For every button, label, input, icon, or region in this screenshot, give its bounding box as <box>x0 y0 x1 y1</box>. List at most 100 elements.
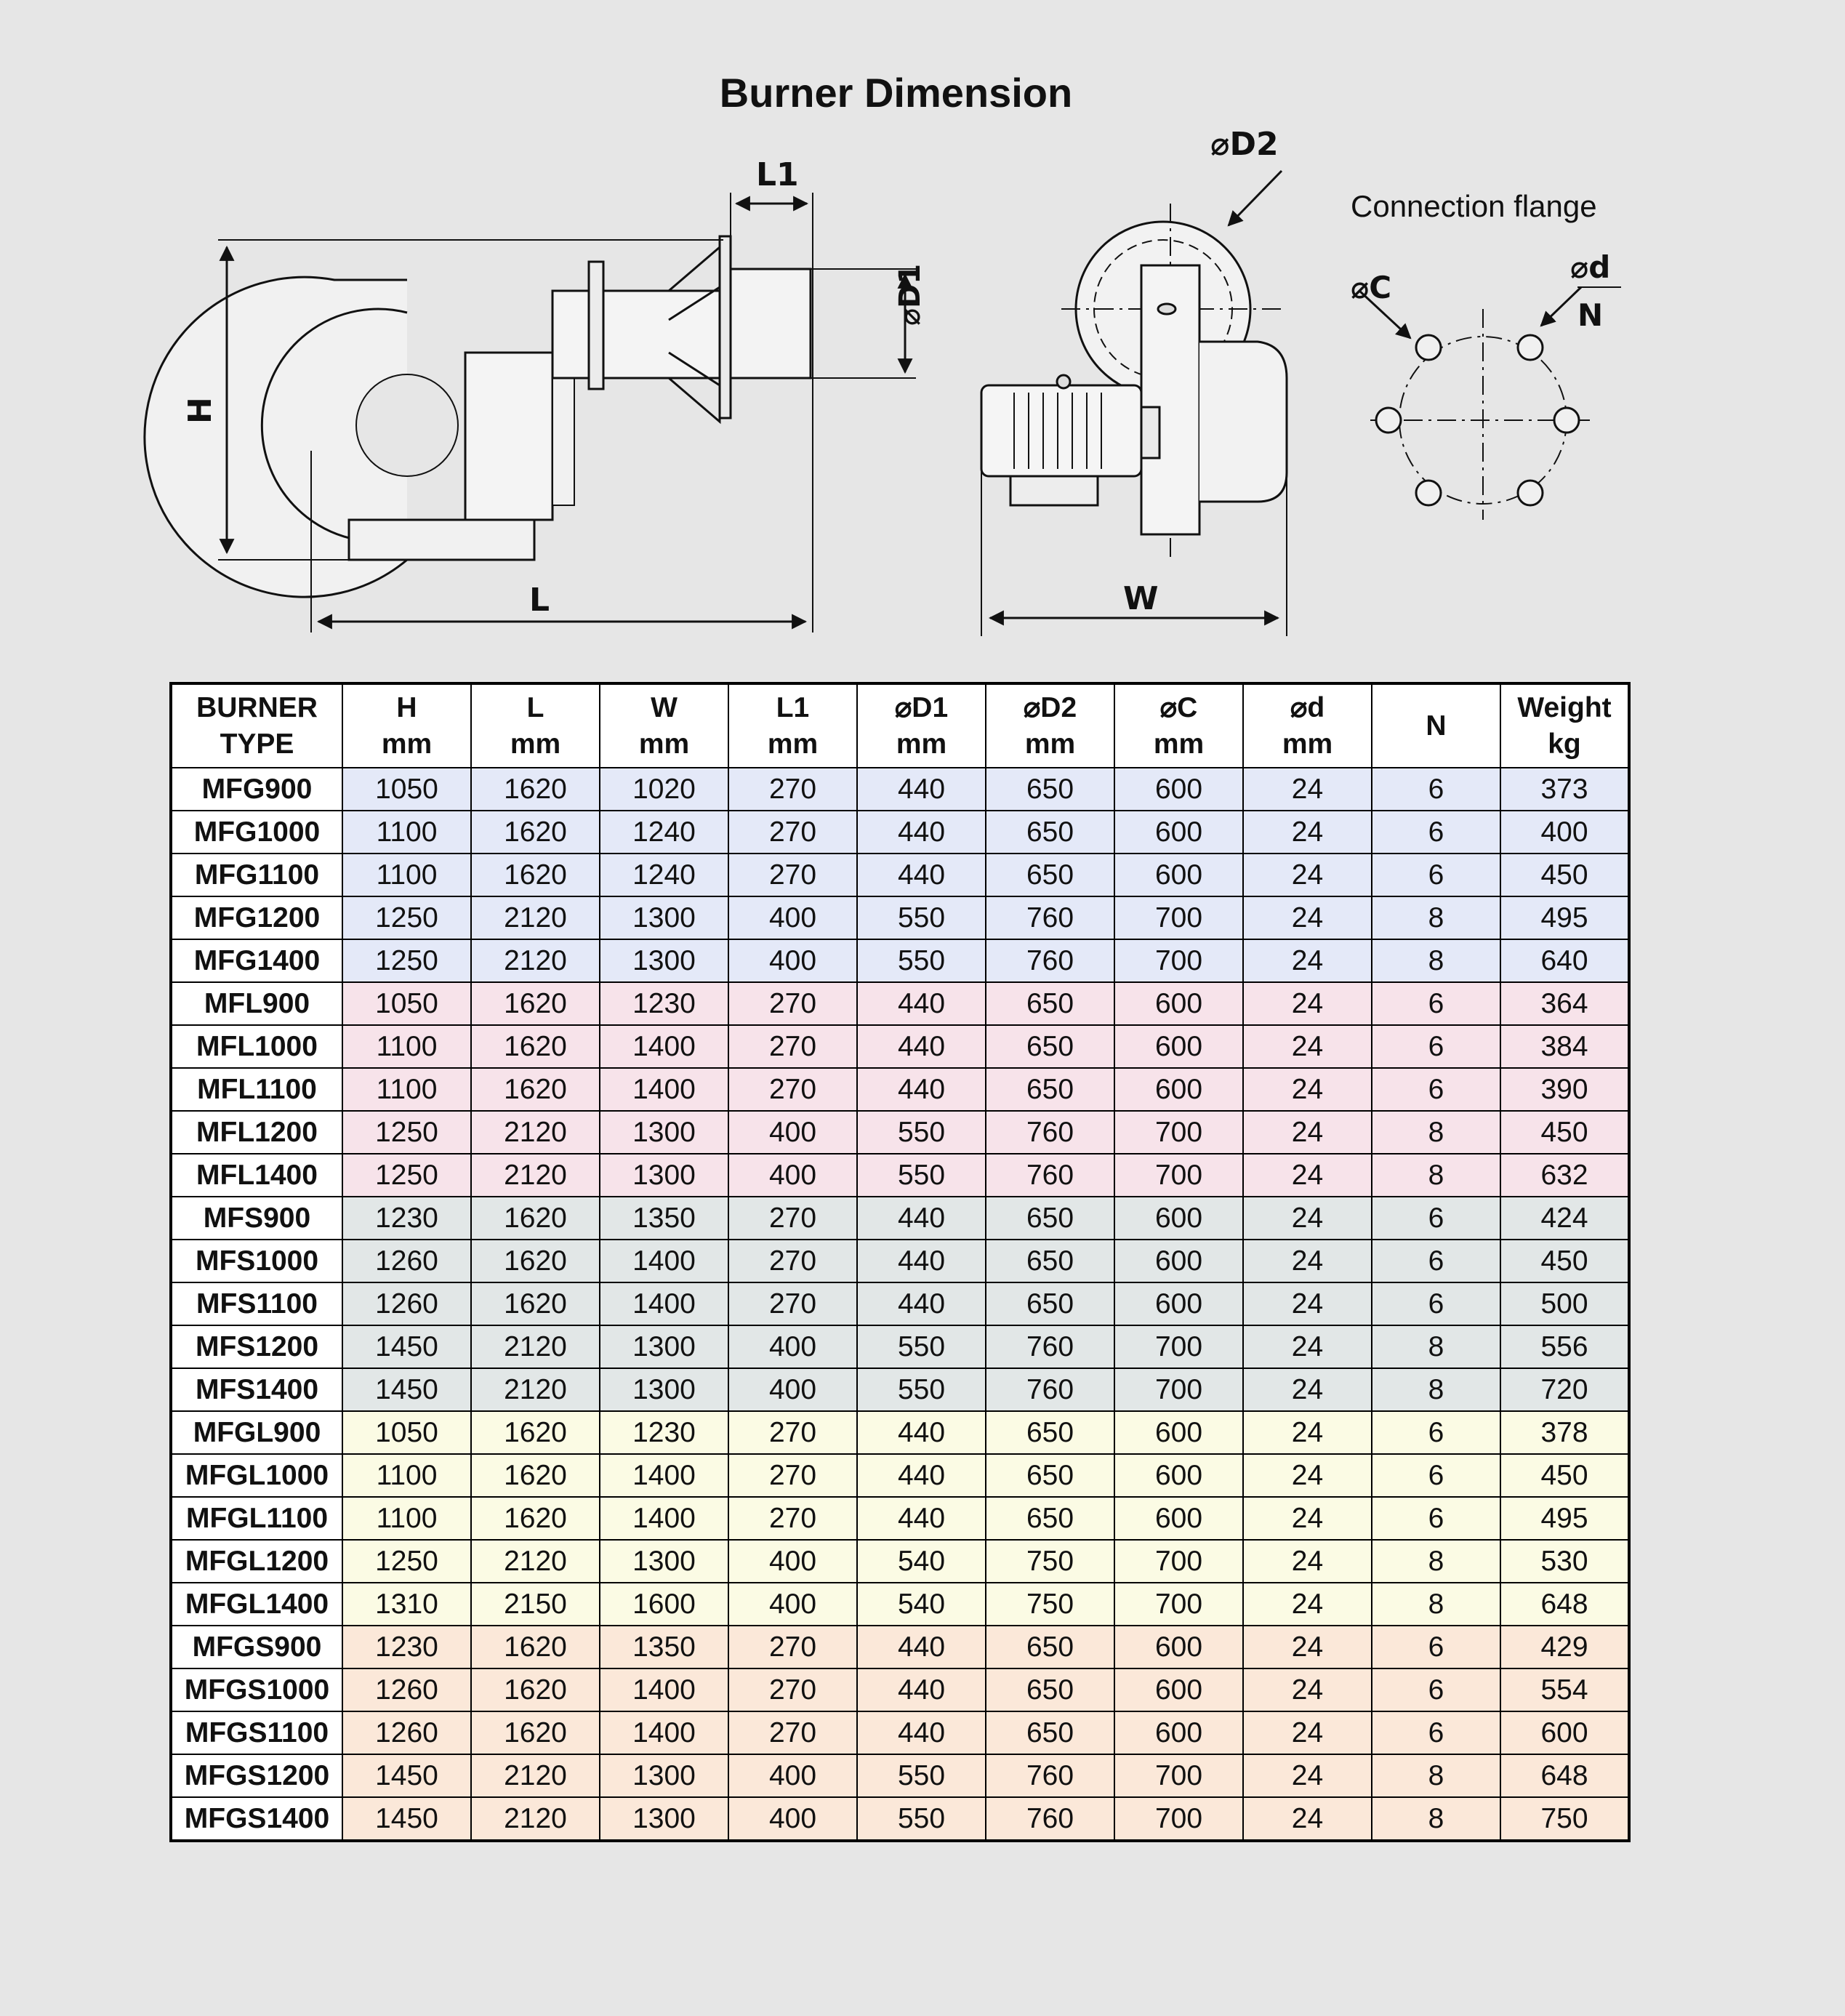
table-cell: 24 <box>1242 1582 1372 1626</box>
table-cell: 24 <box>1242 1282 1372 1326</box>
burner-type-cell: MFGS1200 <box>170 1754 343 1798</box>
table-cell: 648 <box>1500 1582 1630 1626</box>
table-cell: 1400 <box>599 1711 729 1755</box>
table-cell: 270 <box>728 1196 858 1240</box>
table-cell: 650 <box>985 1496 1115 1541</box>
table-cell: 1050 <box>342 1410 472 1455</box>
table-cell: 24 <box>1242 1325 1372 1369</box>
table-cell: 700 <box>1114 1325 1244 1369</box>
table-cell: 1620 <box>470 767 600 811</box>
burner-type-cell: MFGL1200 <box>170 1539 343 1583</box>
dim-label-d: ⌀d <box>1570 249 1610 285</box>
table-cell: 400 <box>728 1796 858 1842</box>
table-cell: 24 <box>1242 1539 1372 1583</box>
table-cell: 600 <box>1114 981 1244 1026</box>
column-header-line: mm <box>510 728 561 760</box>
table-cell: 400 <box>728 1582 858 1626</box>
table-cell: 1100 <box>342 853 472 897</box>
table-cell: 760 <box>985 1754 1115 1798</box>
table-cell: 1100 <box>342 1496 472 1541</box>
flange-title: Connection flange <box>1351 189 1597 223</box>
table-cell: 1260 <box>342 1668 472 1712</box>
table-cell: 440 <box>856 1067 986 1112</box>
table-cell: 440 <box>856 1196 986 1240</box>
table-cell: 24 <box>1242 1368 1372 1412</box>
dim-label-c: ⌀C <box>1351 270 1391 305</box>
burner-type-cell: MFS1400 <box>170 1368 343 1412</box>
column-header-line: TYPE <box>220 728 294 760</box>
table-cell: 750 <box>1500 1796 1630 1842</box>
table-cell: 1230 <box>342 1196 472 1240</box>
table-cell: 450 <box>1500 1453 1630 1498</box>
page-title: Burner Dimension <box>719 70 1073 116</box>
table-cell: 650 <box>985 853 1115 897</box>
table-cell: 1620 <box>470 1067 600 1112</box>
table-cell: 1450 <box>342 1325 472 1369</box>
table-cell: 1300 <box>599 1539 729 1583</box>
burner-type-cell: MFL1000 <box>170 1024 343 1069</box>
table-cell: 440 <box>856 1496 986 1541</box>
table-cell: 1620 <box>470 981 600 1026</box>
table-cell: 24 <box>1242 1196 1372 1240</box>
dim-label-n: N <box>1577 297 1603 333</box>
table-cell: 600 <box>1114 767 1244 811</box>
table-cell: 760 <box>985 1110 1115 1154</box>
table-cell: 378 <box>1500 1410 1630 1455</box>
table-cell: 1310 <box>342 1582 472 1626</box>
table-cell: 600 <box>1114 853 1244 897</box>
table-cell: 24 <box>1242 1754 1372 1798</box>
table-cell: 270 <box>728 1024 858 1069</box>
table-cell: 550 <box>856 1325 986 1369</box>
burner-type-cell: MFS1200 <box>170 1325 343 1369</box>
table-cell: 450 <box>1500 853 1630 897</box>
table-cell: 648 <box>1500 1754 1630 1798</box>
table-cell: 270 <box>728 1239 858 1283</box>
table-cell: 650 <box>985 810 1115 854</box>
table-cell: 440 <box>856 981 986 1026</box>
table-cell: 700 <box>1114 939 1244 983</box>
table-cell: 1230 <box>599 1410 729 1455</box>
table-cell: 1250 <box>342 896 472 940</box>
table-cell: 700 <box>1114 1539 1244 1583</box>
table-cell: 1260 <box>342 1239 472 1283</box>
table-cell: 1620 <box>470 1711 600 1755</box>
table-cell: 1450 <box>342 1796 472 1842</box>
table-cell: 540 <box>856 1539 986 1583</box>
table-cell: 8 <box>1371 1539 1501 1583</box>
column-header-line: L1 <box>776 691 810 723</box>
table-cell: 24 <box>1242 981 1372 1026</box>
table-cell: 1300 <box>599 939 729 983</box>
table-cell: 1300 <box>599 1110 729 1154</box>
table-cell: 270 <box>728 1496 858 1541</box>
table-cell: 24 <box>1242 896 1372 940</box>
table-cell: 1400 <box>599 1239 729 1283</box>
table-cell: 550 <box>856 1110 986 1154</box>
table-cell: 600 <box>1114 1067 1244 1112</box>
table-cell: 6 <box>1371 1410 1501 1455</box>
table-cell: 24 <box>1242 1625 1372 1669</box>
table-cell: 650 <box>985 1668 1115 1712</box>
table-cell: 270 <box>728 1282 858 1326</box>
table-cell: 1300 <box>599 1368 729 1412</box>
table-cell: 450 <box>1500 1110 1630 1154</box>
table-cell: 600 <box>1114 1239 1244 1283</box>
table-cell: 8 <box>1371 1368 1501 1412</box>
table-cell: 440 <box>856 810 986 854</box>
table-cell: 760 <box>985 1368 1115 1412</box>
burner-type-cell: MFGS900 <box>170 1625 343 1669</box>
column-header-line: H <box>396 691 417 723</box>
